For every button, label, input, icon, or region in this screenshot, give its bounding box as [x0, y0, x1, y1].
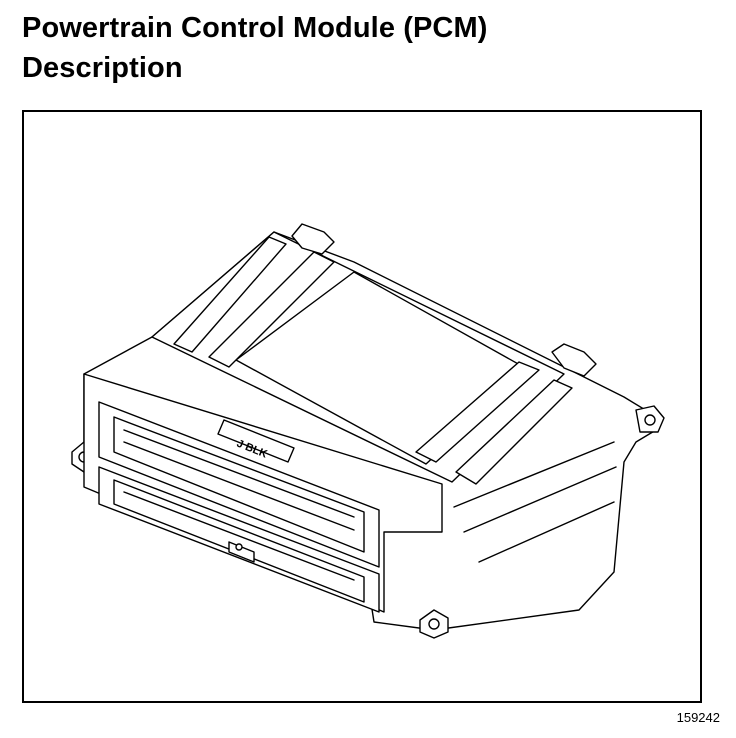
- pcm-mount-hole-right: [644, 414, 656, 426]
- pcm-label-plate: [217, 419, 295, 463]
- pcm-connector-lower-groove: [123, 491, 355, 581]
- pcm-illustration-frame: J BLK: [22, 110, 702, 703]
- pcm-side-fin-2: [463, 466, 617, 533]
- pcm-side-fin-1: [453, 441, 615, 508]
- pcm-mount-hole-front: [428, 618, 440, 630]
- page-title-line-2: Description: [22, 52, 183, 84]
- pcm-connector-lower-slot: [113, 479, 365, 603]
- pcm-connector-lower-pin: [235, 543, 243, 551]
- pcm-left-tab: [291, 223, 335, 255]
- pcm-connector-upper-slot: [113, 416, 365, 553]
- pcm-connector-upper-groove: [123, 429, 355, 518]
- pcm-left-rib: [173, 236, 287, 353]
- page-title-line-1: Powertrain Control Module (PCM): [22, 12, 488, 44]
- pcm-right-tab: [551, 343, 597, 377]
- pcm-left-rib-inner: [208, 251, 335, 368]
- pcm-connector-lower-latch: [228, 541, 255, 563]
- figure-id: 159242: [676, 710, 720, 725]
- pcm-right-rib-inner: [455, 379, 573, 485]
- pcm-side-fin-3: [478, 501, 615, 563]
- pcm-right-rib: [415, 361, 540, 463]
- page-title: Powertrain Control Module (PCM) Descript…: [22, 8, 487, 88]
- pcm-connector-upper-groove-2: [123, 441, 355, 531]
- pcm-illustration: J BLK: [71, 223, 665, 639]
